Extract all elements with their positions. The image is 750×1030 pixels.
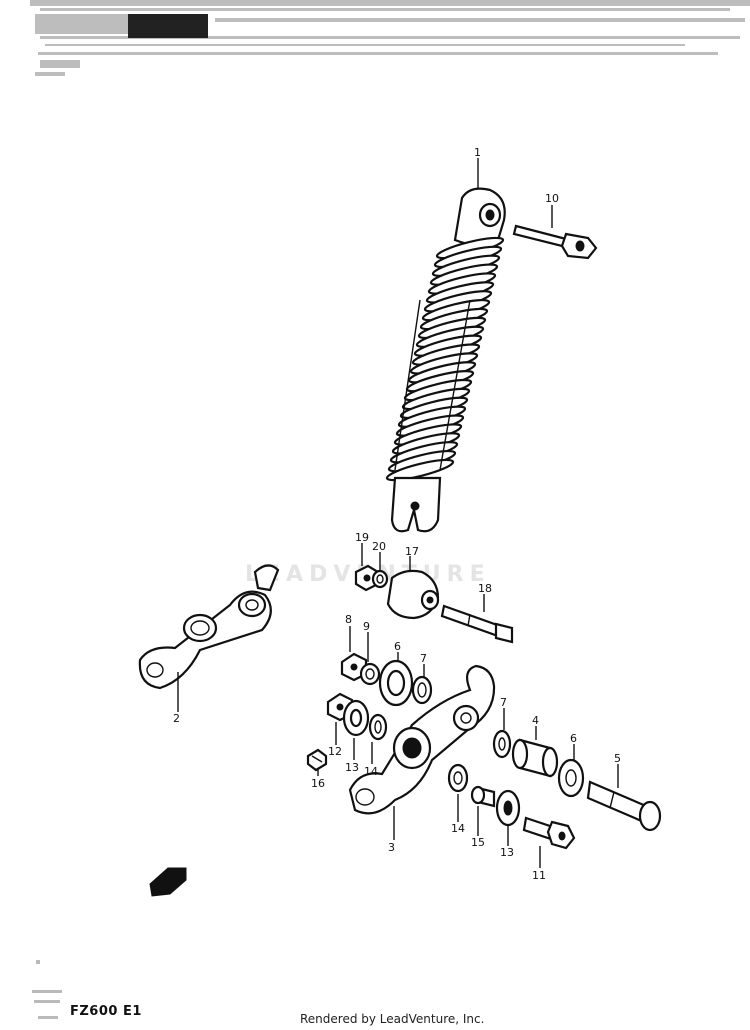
callout-5: 5 — [614, 752, 621, 765]
callout-11: 11 — [532, 869, 546, 882]
callout-7-lower: 7 — [500, 696, 507, 709]
bolt-5 — [586, 780, 662, 832]
callout-15: 15 — [471, 836, 485, 849]
callout-13-lower: 13 — [500, 846, 514, 859]
callout-12: 12 — [328, 745, 342, 758]
bolt-10 — [512, 224, 598, 260]
callout-6-lower: 6 — [570, 732, 577, 745]
callout-8: 8 — [345, 613, 352, 626]
bushing-17 — [386, 569, 440, 620]
shock-absorber — [385, 187, 506, 533]
washer-20 — [371, 569, 389, 589]
washer-14-left — [368, 713, 388, 741]
link-arm-3 — [348, 664, 496, 815]
washer-14-lower — [447, 763, 469, 793]
seal-13-left — [342, 699, 370, 737]
callout-14-lower: 14 — [451, 822, 465, 835]
callout-10: 10 — [545, 192, 559, 205]
washer-7-upper — [411, 675, 433, 705]
scan-noise-header — [30, 0, 750, 76]
callout-4: 4 — [532, 714, 539, 727]
callout-17: 17 — [405, 545, 419, 558]
callout-20: 20 — [372, 540, 386, 553]
callout-14-left: 14 — [364, 765, 378, 778]
spacer-4 — [511, 738, 559, 778]
callout-1: 1 — [474, 146, 481, 159]
bolt-18 — [440, 604, 514, 644]
washer-9 — [359, 662, 381, 686]
seal-6-lower — [557, 758, 585, 798]
footer-credit: Rendered by LeadVenture, Inc. — [300, 1012, 485, 1026]
shock-spring — [385, 236, 505, 482]
callout-16: 16 — [311, 777, 325, 790]
front-arrow-icon — [149, 867, 187, 897]
bolt-11 — [522, 816, 576, 850]
link-arm-2 — [138, 564, 280, 690]
callout-2: 2 — [173, 712, 180, 725]
callout-7-upper: 7 — [420, 652, 427, 665]
grease-nipple-16 — [306, 748, 328, 772]
callout-9: 9 — [363, 620, 370, 633]
callout-19: 19 — [355, 531, 369, 544]
model-code: FZ600 E1 — [70, 1004, 142, 1019]
seal-6-upper — [378, 659, 414, 707]
callout-3: 3 — [388, 841, 395, 854]
callout-13-left: 13 — [345, 761, 359, 774]
seal-13-lower — [495, 789, 521, 827]
spring-coil — [385, 458, 455, 482]
callout-18: 18 — [478, 582, 492, 595]
spacer-15 — [470, 785, 496, 808]
callout-6-upper: 6 — [394, 640, 401, 653]
washer-7-lower — [492, 729, 512, 759]
scan-specks — [32, 960, 62, 1019]
